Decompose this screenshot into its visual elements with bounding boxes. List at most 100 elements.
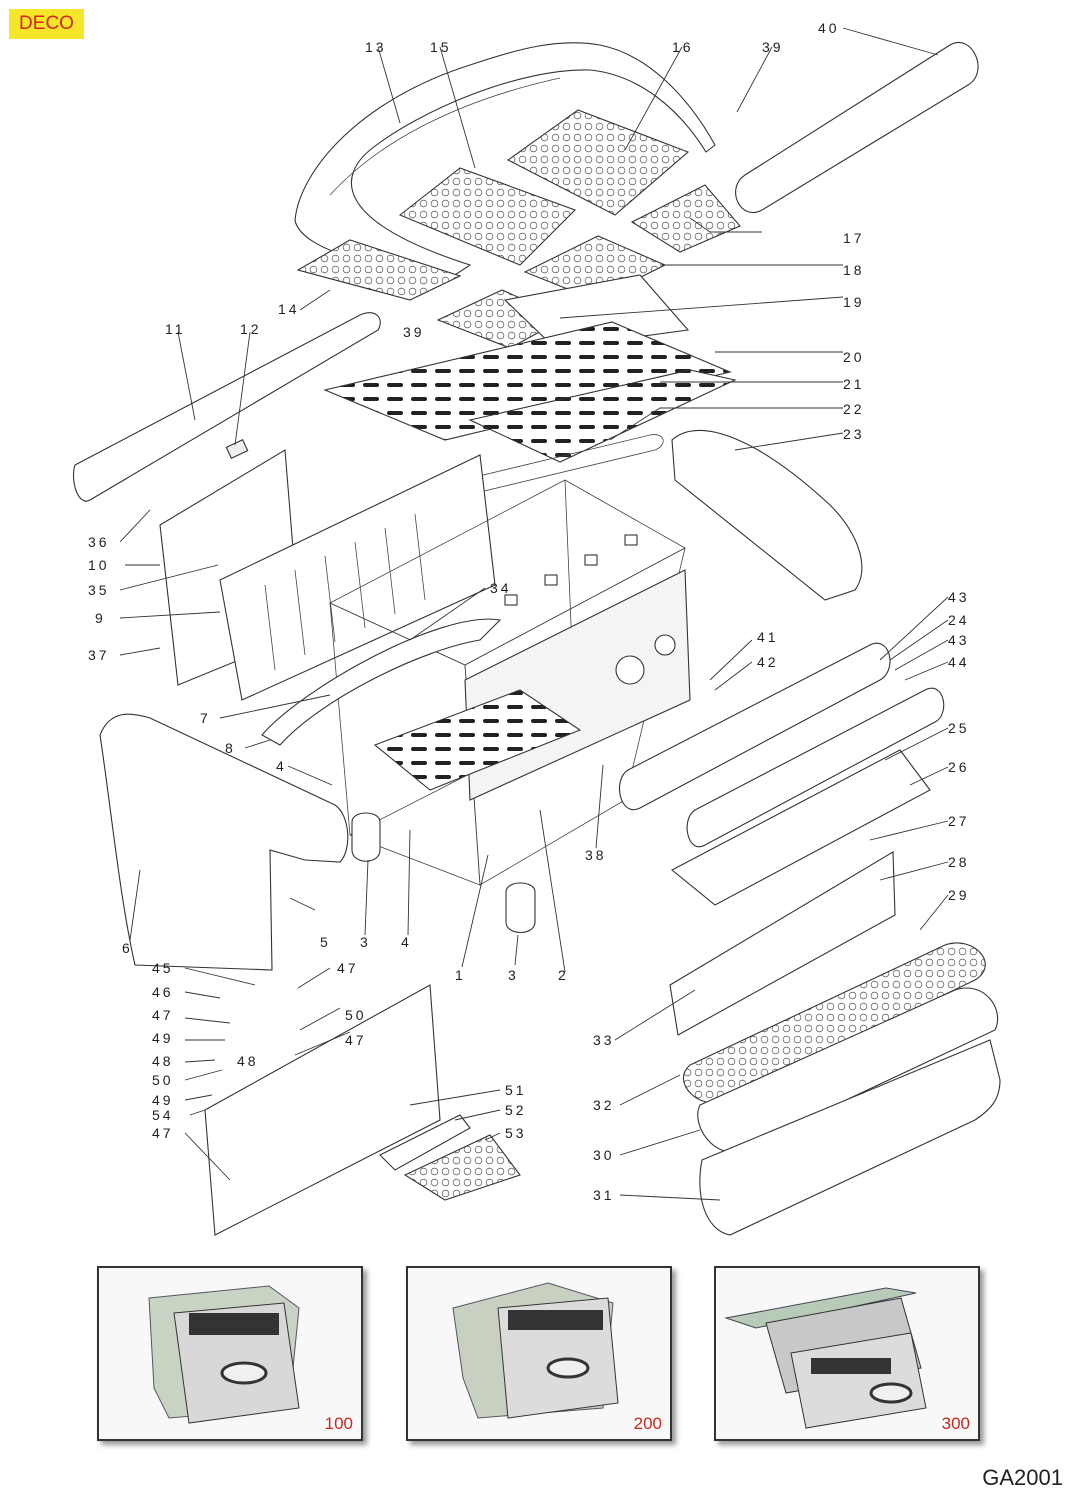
label-54: 54 bbox=[152, 1107, 174, 1123]
control-bezel-24 bbox=[619, 642, 891, 811]
drawer-photo-100: 100 bbox=[97, 1266, 363, 1441]
drawer-300-image bbox=[724, 1287, 927, 1429]
top-cover-frame bbox=[294, 42, 716, 276]
side-panel-9 bbox=[219, 454, 496, 701]
label-2: 2 bbox=[558, 967, 569, 983]
label-7: 7 bbox=[200, 710, 211, 726]
label-30: 30 bbox=[593, 1147, 615, 1163]
label-17: 17 bbox=[843, 230, 865, 246]
label-47-a: 47 bbox=[337, 960, 359, 976]
filter-53 bbox=[403, 1134, 521, 1201]
perforated-panel-15 bbox=[398, 167, 576, 266]
perforated-panel-14 bbox=[296, 239, 462, 301]
label-23: 23 bbox=[843, 426, 865, 442]
control-panel-44 bbox=[686, 687, 945, 848]
label-51: 51 bbox=[505, 1082, 527, 1098]
label-26: 26 bbox=[948, 759, 970, 775]
label-8: 8 bbox=[225, 740, 236, 756]
label-52: 52 bbox=[505, 1102, 527, 1118]
drip-tray-30 bbox=[697, 987, 999, 1153]
photo-number-100: 100 bbox=[324, 1414, 353, 1433]
label-42: 42 bbox=[757, 654, 779, 670]
label-19: 19 bbox=[843, 294, 865, 310]
label-40: 40 bbox=[818, 20, 840, 36]
label-15: 15 bbox=[430, 39, 452, 55]
drawer-photo-300: 300 bbox=[714, 1266, 980, 1441]
label-49-a: 49 bbox=[152, 1030, 174, 1046]
drawer-photo-200: 200 bbox=[406, 1266, 672, 1441]
deco-badge: DECO bbox=[9, 9, 84, 39]
drip-support-26 bbox=[671, 749, 931, 906]
label-20: 20 bbox=[843, 349, 865, 365]
adjustable-foot-right bbox=[505, 882, 536, 934]
label-43-bottom: 43 bbox=[948, 632, 970, 648]
label-45: 45 bbox=[152, 960, 174, 976]
label-32: 32 bbox=[593, 1097, 615, 1113]
label-3-right: 3 bbox=[508, 967, 519, 983]
label-14: 14 bbox=[278, 301, 300, 317]
top-badge-plate-40 bbox=[735, 42, 979, 213]
label-6: 6 bbox=[122, 940, 133, 956]
label-11: 11 bbox=[165, 321, 186, 337]
label-33: 33 bbox=[593, 1032, 615, 1048]
photo-number-300: 300 bbox=[941, 1414, 970, 1433]
label-22: 22 bbox=[843, 401, 865, 417]
label-28: 28 bbox=[948, 854, 970, 870]
front-left-cover-6 bbox=[99, 713, 349, 971]
label-44: 44 bbox=[948, 654, 970, 670]
lower-back-panel-54 bbox=[204, 984, 441, 1236]
callout-labels: 13 15 16 39 40 17 18 14 19 39 11 12 20 2… bbox=[88, 20, 970, 1203]
label-31: 31 bbox=[593, 1187, 615, 1203]
label-35: 35 bbox=[88, 582, 110, 598]
slotted-plate-small bbox=[503, 274, 690, 349]
drawer-200-image bbox=[452, 1282, 619, 1419]
label-5: 5 bbox=[320, 934, 331, 950]
seal-52 bbox=[379, 1114, 471, 1171]
perforated-panel-17 bbox=[630, 184, 741, 253]
label-39-mid: 39 bbox=[403, 324, 425, 340]
label-36: 36 bbox=[88, 534, 110, 550]
drawing-code: GA2001 bbox=[982, 1465, 1063, 1490]
label-49-b: 49 bbox=[152, 1092, 174, 1108]
label-47-b: 47 bbox=[152, 1007, 174, 1023]
label-3-left: 3 bbox=[360, 934, 371, 950]
label-1: 1 bbox=[455, 967, 466, 983]
back-plate-28 bbox=[669, 851, 896, 1036]
label-50-a: 50 bbox=[345, 1007, 367, 1023]
label-41: 41 bbox=[757, 629, 779, 645]
label-10: 10 bbox=[88, 557, 110, 573]
label-38: 38 bbox=[585, 847, 607, 863]
clip-12 bbox=[225, 439, 249, 459]
label-34: 34 bbox=[490, 580, 512, 596]
label-29: 29 bbox=[948, 887, 970, 903]
label-43-top: 43 bbox=[948, 589, 970, 605]
adjustable-foot-left bbox=[351, 812, 381, 862]
label-50-b: 50 bbox=[152, 1072, 174, 1088]
label-27: 27 bbox=[948, 813, 970, 829]
label-21: 21 bbox=[843, 376, 865, 392]
label-9: 9 bbox=[95, 610, 106, 626]
label-47-c: 47 bbox=[345, 1032, 367, 1048]
photo-number-200: 200 bbox=[633, 1414, 662, 1433]
left-side-rail-11 bbox=[72, 312, 381, 502]
label-48-a: 48 bbox=[152, 1053, 174, 1069]
drip-tray-front-31 bbox=[699, 1039, 1001, 1236]
label-39-top: 39 bbox=[762, 39, 784, 55]
label-18: 18 bbox=[843, 262, 865, 278]
label-25: 25 bbox=[948, 720, 970, 736]
label-4-lower: 4 bbox=[401, 934, 412, 950]
label-12: 12 bbox=[240, 321, 262, 337]
label-13: 13 bbox=[365, 39, 387, 55]
leader-lines bbox=[119, 27, 949, 1201]
drip-channel-8 bbox=[261, 618, 502, 746]
perforated-panel-16 bbox=[506, 109, 690, 216]
drip-grid-29 bbox=[683, 942, 986, 1104]
label-47-d: 47 bbox=[152, 1125, 174, 1141]
side-panel-9-ribs bbox=[264, 513, 426, 671]
slotted-cover-plate-20 bbox=[468, 369, 737, 463]
slotted-cover-plate-21 bbox=[323, 321, 732, 441]
label-4-upper: 4 bbox=[276, 758, 287, 774]
label-53: 53 bbox=[505, 1125, 527, 1141]
drawer-100-image bbox=[148, 1285, 300, 1424]
